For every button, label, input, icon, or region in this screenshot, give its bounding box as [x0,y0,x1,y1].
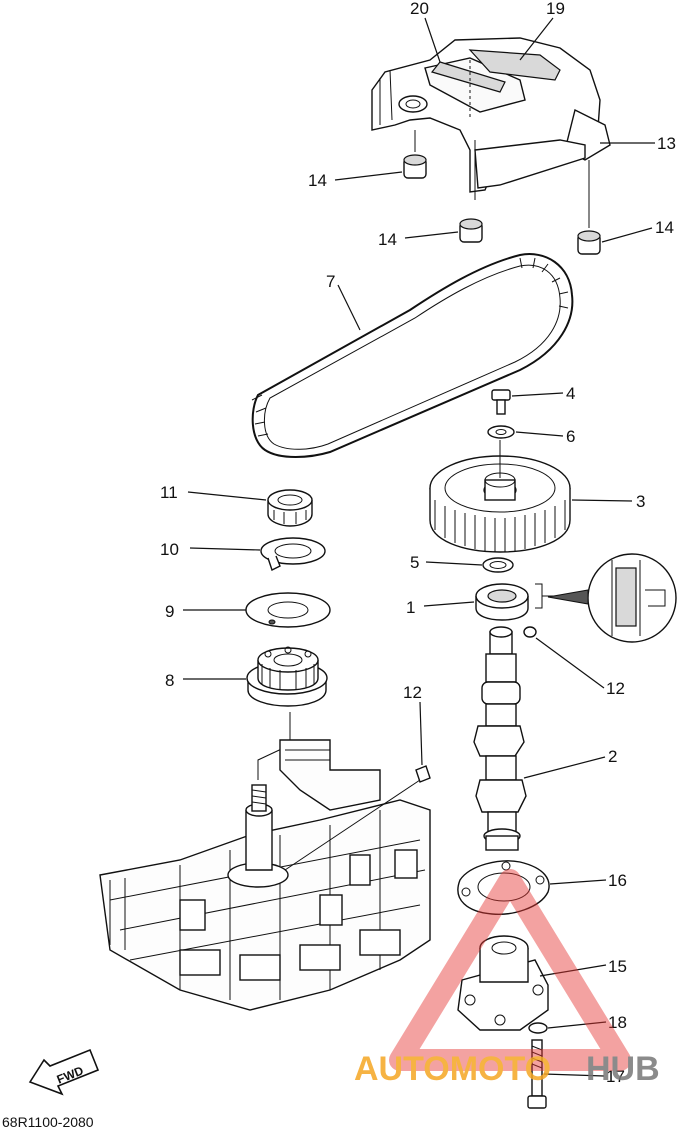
timing-belt [251,253,574,458]
callout-13: 13 [657,134,676,153]
driven-pulley-3 [429,440,571,553]
callout-5: 5 [410,553,419,572]
callout-14-right: 14 [655,218,674,237]
callout-17: 17 [606,1067,625,1086]
callout-10: 10 [160,540,179,559]
pump-housing-15 [457,935,549,1031]
washer-5 [482,557,514,573]
callout-19: 19 [546,0,565,18]
plate-9 [245,592,331,628]
drive-pulley-8 [246,646,328,707]
diagram-code: 68R1100-2080 [2,1114,94,1130]
crankshaft-link-line [257,712,291,780]
oil-seal-1 [475,583,585,621]
bolt-17 [527,1039,547,1109]
washer-18 [528,1022,548,1034]
callout-18: 18 [608,1013,627,1032]
watermark: AUTOMOTO HUB [354,869,660,1088]
bolt-4 [491,389,511,415]
callout-15: 15 [608,957,627,976]
watermark-text-hub: HUB [586,1050,660,1088]
watermark-triangle-logo [389,869,631,1071]
leader-lines [183,17,655,1077]
grommet-14-middle [459,218,483,243]
fwd-arrow: FWD [28,1048,100,1096]
gasket-16 [457,860,550,915]
seal-detail-inset [547,553,677,643]
callout-9: 9 [165,602,174,621]
pin-12-block [415,765,431,783]
washer-10 [260,537,326,571]
callout-8: 8 [165,671,174,690]
callout-3: 3 [636,492,645,511]
callout-20: 20 [410,0,429,18]
callout-4: 4 [566,384,575,403]
grommet-14-left [403,130,427,179]
callout-12-camshaft: 12 [606,679,625,698]
callout-7: 7 [326,272,335,291]
callout-14-left: 14 [308,171,327,190]
grommet-14-right [577,160,601,255]
callout-11: 11 [160,483,178,502]
watermark-text-automoto: AUTOMOTO [354,1050,551,1088]
callout-14-middle: 14 [378,230,397,249]
timing-belt-cover [371,37,611,200]
nut-11 [267,489,313,527]
callout-1: 1 [406,598,415,617]
callout-6: 6 [566,427,575,446]
callout-2: 2 [608,747,617,766]
washer-6 [487,425,515,439]
cylinder-head-block [99,739,431,1011]
callout-16: 16 [608,871,627,890]
camshaft-2 [473,626,527,851]
callout-12-block: 12 [403,683,422,702]
callout-labels: 20 19 13 14 14 14 7 4 6 3 11 10 5 1 9 8 … [160,0,676,1086]
crankshaft-end [227,784,289,888]
pin-12-top [523,626,537,638]
